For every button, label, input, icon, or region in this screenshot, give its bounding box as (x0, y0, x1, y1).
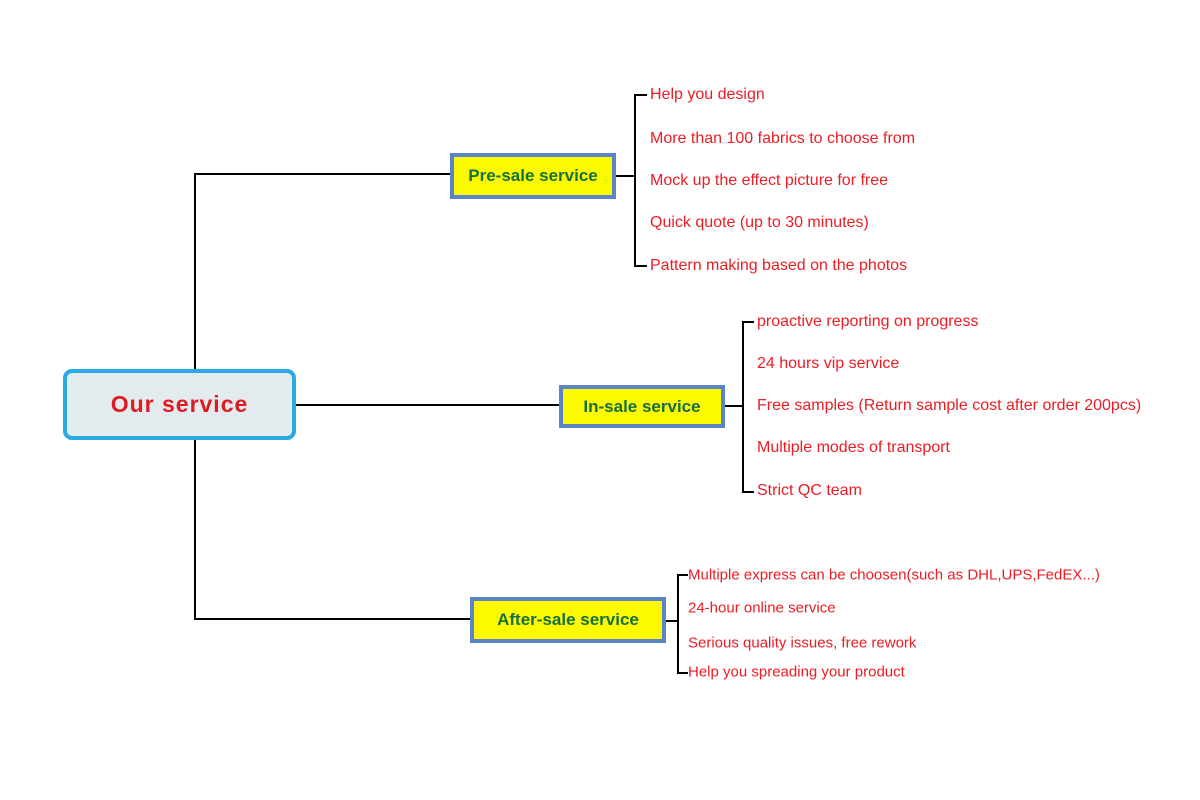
root-node-label: Our service (110, 391, 249, 417)
in-sale-branch-line (296, 404, 559, 406)
pre-sale-bracket-vertical (634, 94, 636, 267)
after-sale-bracket-tick-bottom (677, 672, 688, 674)
branch-node-pre-sale: Pre-sale service (450, 153, 616, 199)
leaf-item: Help you spreading your product (688, 663, 905, 681)
branch-node-pre-sale-label: Pre-sale service (468, 166, 598, 185)
pre-sale-connector (613, 175, 635, 177)
leaf-item: 24-hour online service (688, 599, 836, 617)
pre-sale-branch-line (194, 173, 450, 175)
after-sale-connector (663, 620, 678, 622)
branch-node-in-sale-label: In-sale service (583, 396, 701, 416)
leaf-item: Serious quality issues, free rework (688, 634, 917, 652)
leaf-item: Free samples (Return sample cost after o… (757, 397, 1142, 414)
leaf-item: More than 100 fabrics to choose from (650, 130, 916, 147)
after-sale-bracket-vertical (677, 574, 679, 674)
leaf-item: Strict QC team (757, 482, 862, 499)
leaf-item: Help you design (650, 86, 765, 103)
in-sale-bracket-vertical (742, 321, 744, 493)
branch-node-in-sale: In-sale service (559, 385, 725, 428)
leaf-item: Mock up the effect picture for free (650, 172, 889, 189)
leaf-item: proactive reporting on progress (757, 313, 979, 330)
in-sale-bracket-tick-top (742, 321, 754, 323)
in-sale-connector (722, 405, 743, 407)
branch-node-after-sale: After-sale service (470, 597, 666, 643)
root-node-our-service: Our service (63, 369, 296, 440)
after-sale-bracket-tick-top (677, 574, 688, 576)
leaf-item: Multiple modes of transport (757, 439, 950, 456)
in-sale-bracket-tick-bottom (742, 491, 754, 493)
leaf-item: Quick quote (up to 30 minutes) (650, 214, 869, 231)
leaf-item: 24 hours vip service (757, 355, 900, 372)
pre-sale-bracket-tick-bottom (634, 265, 647, 267)
after-sale-branch-line (194, 618, 471, 620)
pre-sale-bracket-tick-top (634, 94, 647, 96)
branch-node-after-sale-label: After-sale service (497, 610, 639, 629)
leaf-item: Pattern making based on the photos (650, 257, 908, 274)
leaf-item: Multiple express can be choosen(such as … (688, 566, 1100, 584)
